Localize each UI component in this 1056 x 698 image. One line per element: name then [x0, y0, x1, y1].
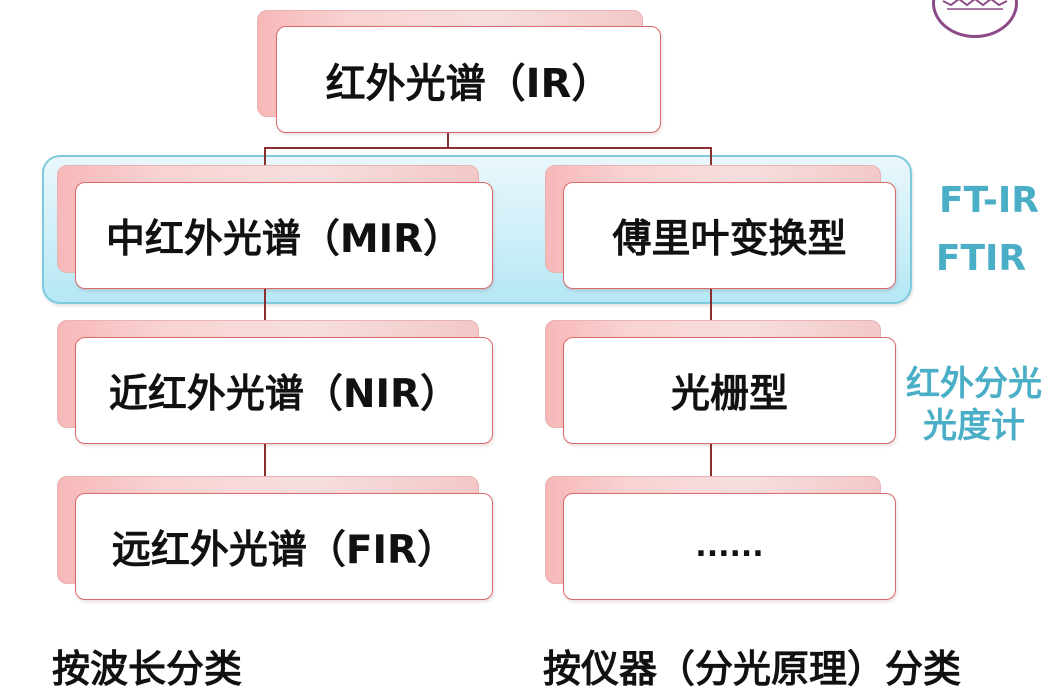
nir-node: 近红外光谱（NIR） — [75, 337, 493, 444]
caption-by-wavelength: 按波长分类 — [52, 647, 243, 691]
university-logo — [932, 0, 1018, 38]
connector-mir-nir — [264, 288, 266, 338]
mir-node: 中红外光谱（MIR） — [75, 182, 493, 289]
fir-node-label: 远红外光谱（FIR） — [111, 527, 457, 573]
dispersive-label-1: 红外分光 — [906, 364, 1042, 404]
caption-by-instrument: 按仪器（分光原理）分类 — [543, 647, 962, 691]
grating-node-label: 光栅型 — [670, 371, 788, 417]
connector-horizontal-bar — [264, 147, 712, 149]
connector-nir-fir — [264, 443, 266, 493]
root-node: 红外光谱（IR） — [276, 26, 661, 133]
root-node-label: 红外光谱（IR） — [325, 60, 612, 107]
more-node-label: ...... — [695, 529, 764, 564]
grating-node: 光栅型 — [563, 337, 896, 444]
seal-icon — [942, 0, 1008, 10]
fir-node: 远红外光谱（FIR） — [75, 493, 493, 600]
ft-node: 傅里叶变换型 — [563, 182, 896, 289]
ftir-label-1: FT-IR — [939, 180, 1039, 221]
dispersive-label-2: 光度计 — [923, 406, 1025, 446]
connector-ft-grating — [710, 288, 712, 338]
connector-root-down — [447, 132, 449, 148]
nir-node-label: 近红外光谱（NIR） — [108, 371, 460, 417]
more-node: ...... — [563, 493, 896, 600]
ftir-label-2: FTIR — [935, 238, 1027, 279]
ft-node-label: 傅里叶变换型 — [612, 216, 847, 262]
mir-node-label: 中红外光谱（MIR） — [105, 216, 463, 262]
connector-grating-more — [710, 443, 712, 493]
